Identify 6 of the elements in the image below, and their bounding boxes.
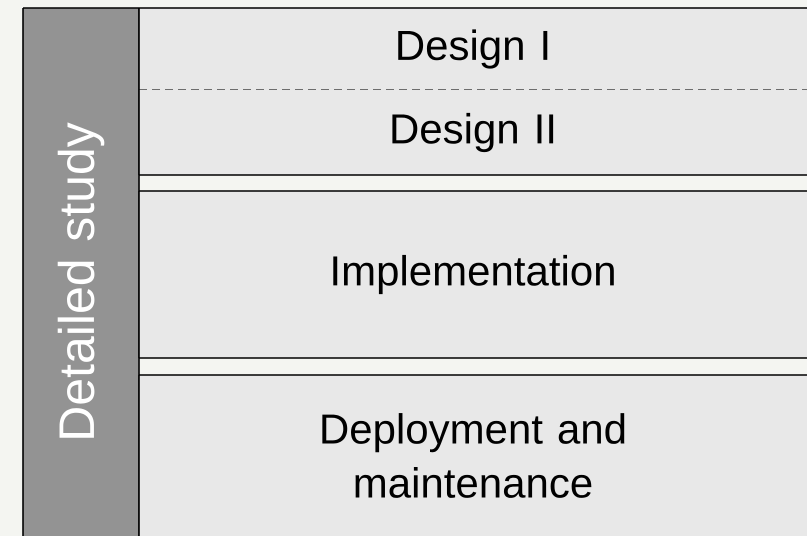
stage-box: Design I	[138, 7, 807, 91]
phase-band: Detailed study	[22, 7, 140, 536]
stage-box: Implementation	[138, 190, 807, 359]
stage-box: Design II	[138, 90, 807, 176]
node-label: Design II	[392, 112, 554, 152]
stage-box: Deployment and maintenance	[138, 374, 807, 536]
